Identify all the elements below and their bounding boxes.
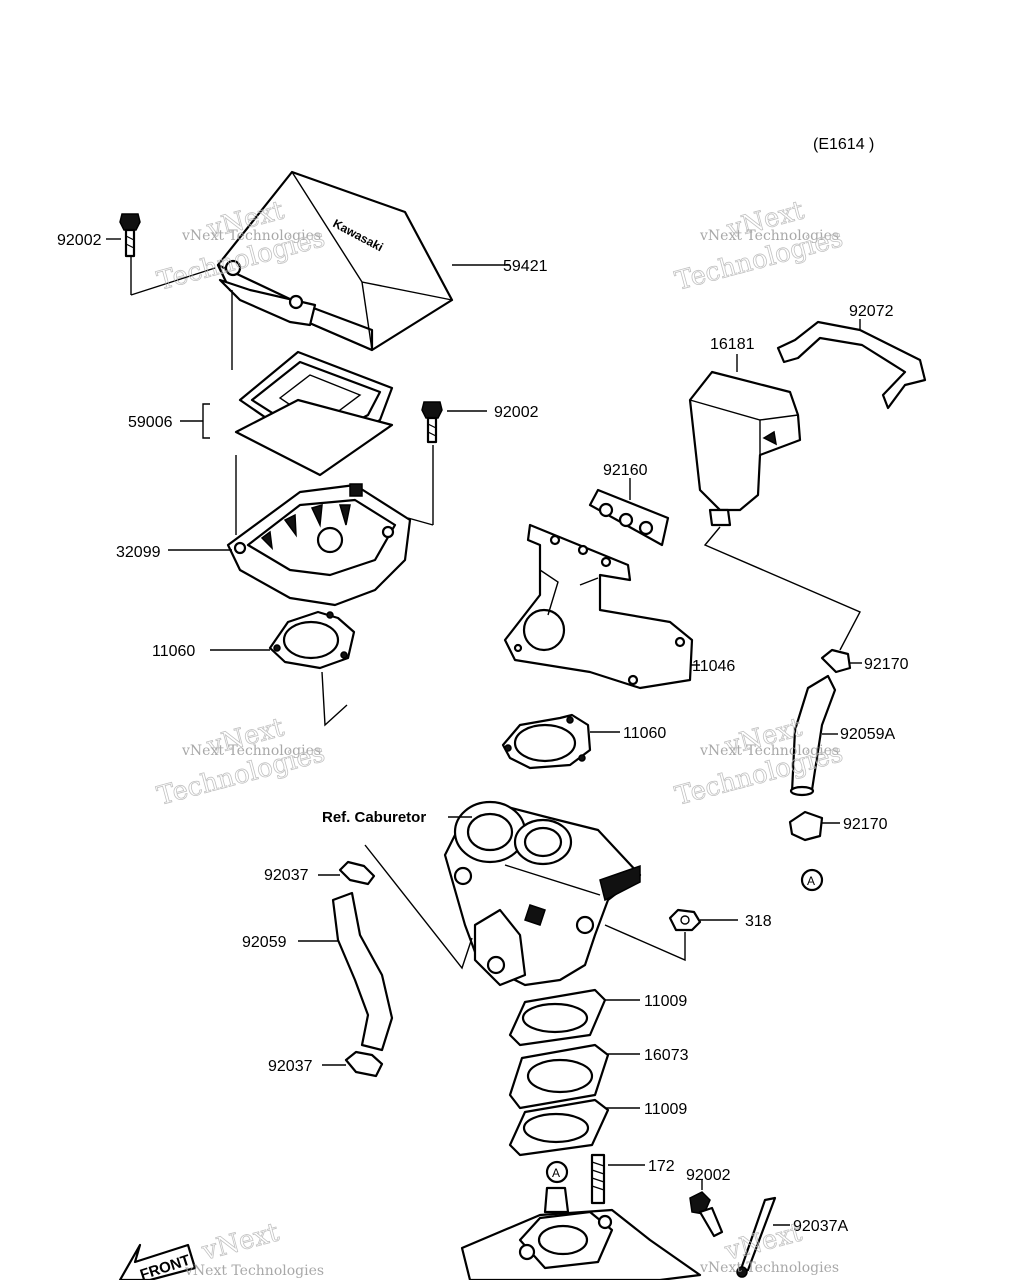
svg-text:vNext Technologies: vNext Technologies	[699, 1260, 839, 1276]
svg-text:vNext Technologies: vNext Technologies	[184, 1263, 324, 1279]
marker-a-right: A	[807, 874, 815, 888]
label-strap: 92072	[849, 303, 894, 320]
plate-small	[588, 488, 670, 547]
watermark-bottom-right: vNext vNext Technologies	[699, 1217, 839, 1276]
tie	[736, 1196, 777, 1278]
label-stud: 172	[648, 1158, 675, 1175]
strap	[776, 320, 927, 410]
hose-left	[331, 891, 394, 1052]
nut	[668, 908, 702, 932]
label-bracket: 11046	[692, 658, 735, 675]
label-bolt-top: 92002	[57, 232, 102, 249]
bolt-bottom	[689, 1191, 724, 1238]
svg-text:vNext Technologies: vNext Technologies	[699, 743, 839, 759]
bolt-top	[119, 213, 216, 296]
label-gasket-right: 11060	[623, 725, 666, 742]
fuel-tank	[688, 370, 802, 527]
diagram-code: (E1614 )	[813, 136, 874, 153]
ref-carburetor-label: Ref. Caburetor	[322, 809, 426, 826]
label-gasket-a: 11009	[644, 993, 687, 1010]
watermark-top-right: vNext vNext Technologies Technologies	[672, 195, 847, 297]
label-gasket-left: 11060	[152, 643, 195, 660]
gasket-b	[508, 1098, 610, 1157]
hose-right	[789, 674, 837, 797]
gasket-right	[501, 713, 592, 770]
label-clamp-upper: 92170	[864, 656, 909, 673]
svg-text:A: A	[552, 1166, 560, 1180]
bracket	[503, 523, 694, 690]
gasket-a	[508, 988, 607, 1047]
label-cover: 59421	[503, 258, 548, 275]
label-hose-right: 92059A	[840, 726, 895, 743]
label-hose-left: 92059	[242, 934, 287, 951]
label-tank: 16181	[710, 336, 755, 353]
svg-text:vNext Technologies: vNext Technologies	[181, 743, 321, 759]
label-clip-upper: 92037	[264, 867, 309, 884]
label-bolt-bottom: 92002	[686, 1167, 731, 1184]
filter-element	[234, 350, 394, 477]
label-filter: 59006	[128, 414, 173, 431]
gasket-left	[268, 610, 356, 670]
label-tie: 92037A	[793, 1218, 848, 1235]
label-plate-small: 92160	[603, 462, 648, 479]
carburetor	[443, 800, 642, 987]
label-bolt-mid: 92002	[494, 404, 539, 421]
watermark-bottom-left: vNext vNext Technologies	[184, 1217, 324, 1279]
label-nut: 318	[745, 913, 772, 930]
clamp-lower: A	[788, 810, 824, 892]
svg-text:vNext: vNext	[198, 1217, 283, 1267]
label-clip-lower: 92037	[268, 1058, 313, 1075]
bolt-mid	[407, 401, 443, 526]
clamp-upper	[820, 648, 852, 674]
label-gasket-b: 11009	[644, 1101, 687, 1118]
base-flange	[460, 1186, 702, 1280]
label-housing: 32099	[116, 544, 161, 561]
label-insulator: 16073	[644, 1047, 689, 1064]
stud	[590, 1153, 606, 1205]
front-arrow: FRONT	[118, 1243, 197, 1280]
air-cleaner-housing	[226, 483, 412, 607]
watermark-mid-left: vNext vNext Technologies Technologies	[154, 712, 329, 812]
clip-upper	[338, 860, 376, 886]
label-clamp-lower: 92170	[843, 816, 888, 833]
marker-a-bottom: A	[545, 1160, 569, 1184]
clip-lower	[344, 1050, 384, 1078]
svg-text:vNext Technologies: vNext Technologies	[181, 228, 321, 244]
air-cleaner-cover: Kawasaki	[216, 170, 454, 352]
svg-text:vNext Technologies: vNext Technologies	[699, 228, 839, 244]
insulator	[508, 1043, 610, 1110]
